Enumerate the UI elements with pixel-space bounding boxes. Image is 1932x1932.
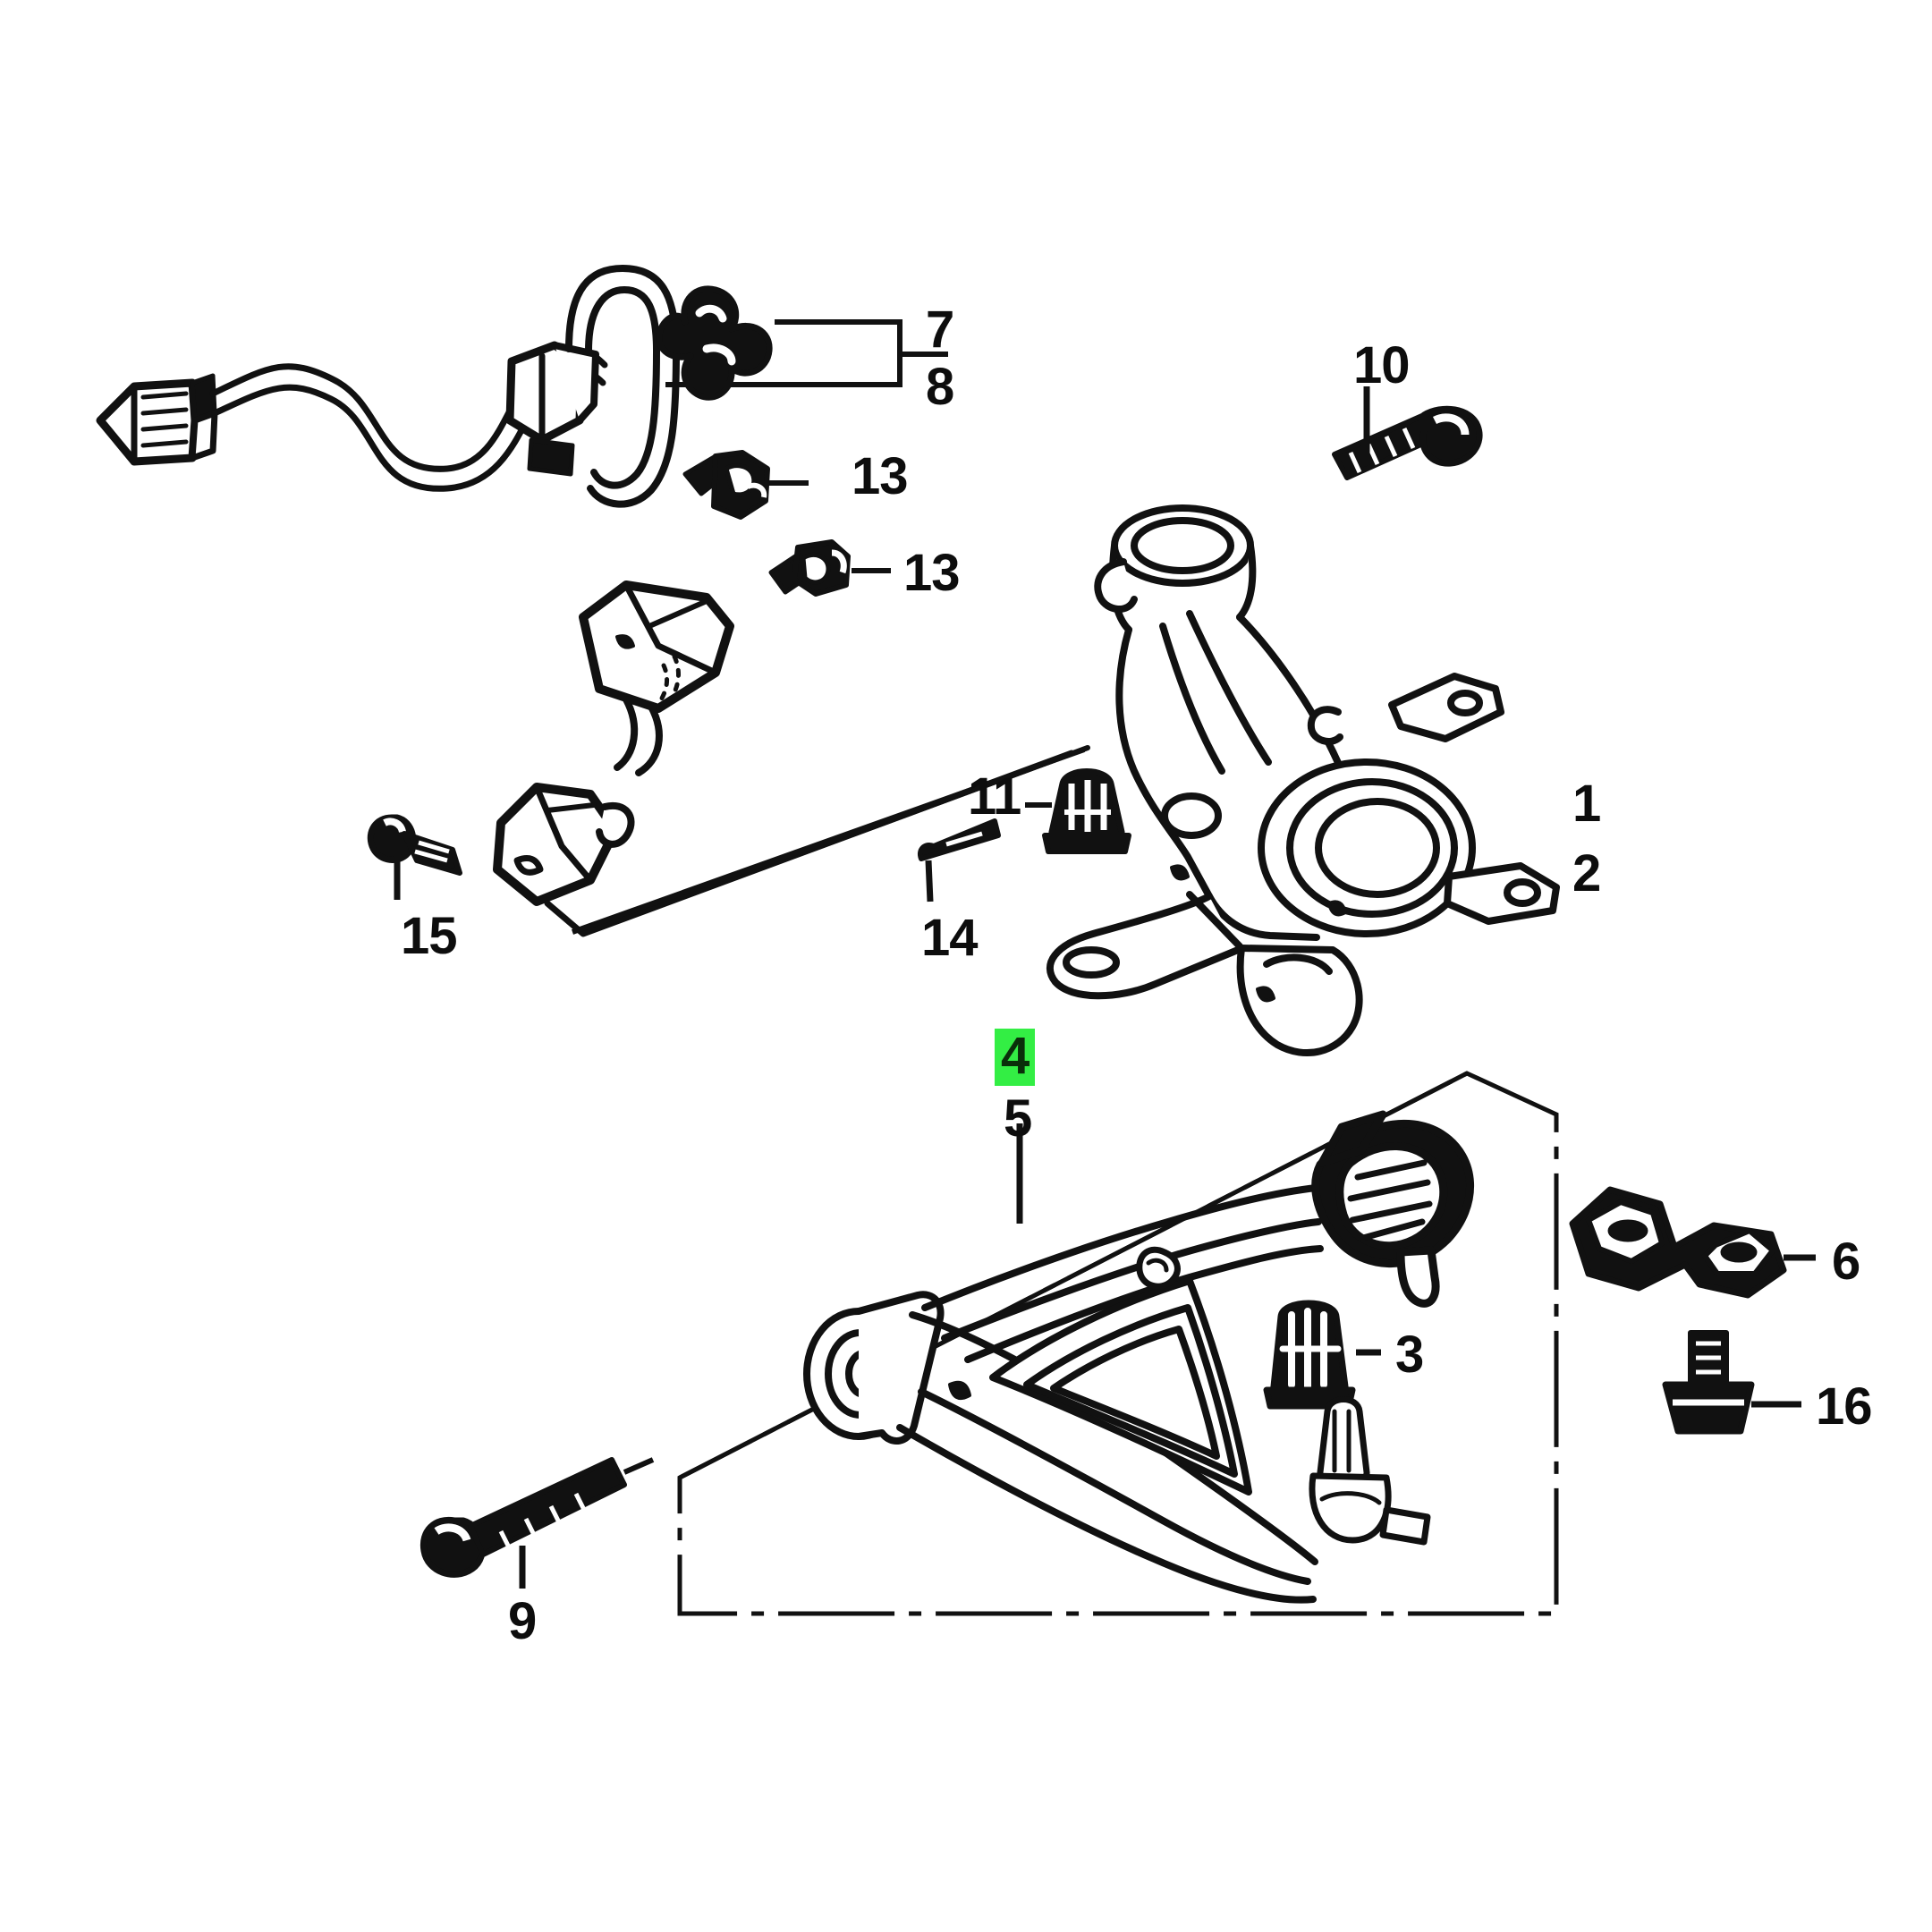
harness-clamp-icon — [505, 341, 599, 477]
dust-boot-11-icon — [1025, 768, 1131, 854]
callout-7: 7 — [926, 301, 954, 359]
callout-10: 10 — [1353, 336, 1411, 394]
callout-5: 5 — [1004, 1089, 1032, 1148]
callout-8: 8 — [926, 358, 954, 416]
bolt-13-lower-icon — [768, 539, 891, 597]
callout-14: 14 — [921, 909, 979, 967]
sensor-mount-bracket-icon — [493, 783, 635, 906]
abs-wheel-speed-sensor-icon — [579, 580, 734, 776]
callout-11: 11 — [968, 767, 1021, 826]
harness-clip-part-icon — [656, 285, 773, 401]
leader-7-8 — [665, 319, 948, 387]
callout-15: 15 — [401, 907, 458, 965]
callout-16: 16 — [1816, 1377, 1873, 1436]
callout-13-upper: 13 — [852, 447, 909, 505]
callout-3: 3 — [1395, 1326, 1424, 1384]
callout-4-highlighted: 4 — [995, 1029, 1036, 1086]
bolt-15-icon — [367, 814, 462, 900]
cotter-pin-14-icon — [918, 818, 1001, 902]
callout-1: 1 — [1572, 775, 1601, 833]
knuckle-group-leader — [571, 747, 1086, 935]
callout-9: 9 — [508, 1592, 537, 1650]
callout-6: 6 — [1832, 1233, 1860, 1291]
lower-control-arm-icon — [803, 1110, 1475, 1604]
bracket-6-icon — [1569, 1186, 1816, 1299]
callout-2: 2 — [1572, 844, 1601, 902]
bolt-10-icon — [1332, 386, 1483, 480]
abs-sensor-harness-group — [96, 265, 1090, 937]
callout-13-lower: 13 — [903, 544, 961, 602]
bolt-16-icon — [1662, 1330, 1801, 1435]
bolt-9-icon — [419, 1457, 655, 1589]
bolt-13-upper-icon — [682, 450, 809, 520]
steering-knuckle-icon — [1046, 504, 1560, 1057]
